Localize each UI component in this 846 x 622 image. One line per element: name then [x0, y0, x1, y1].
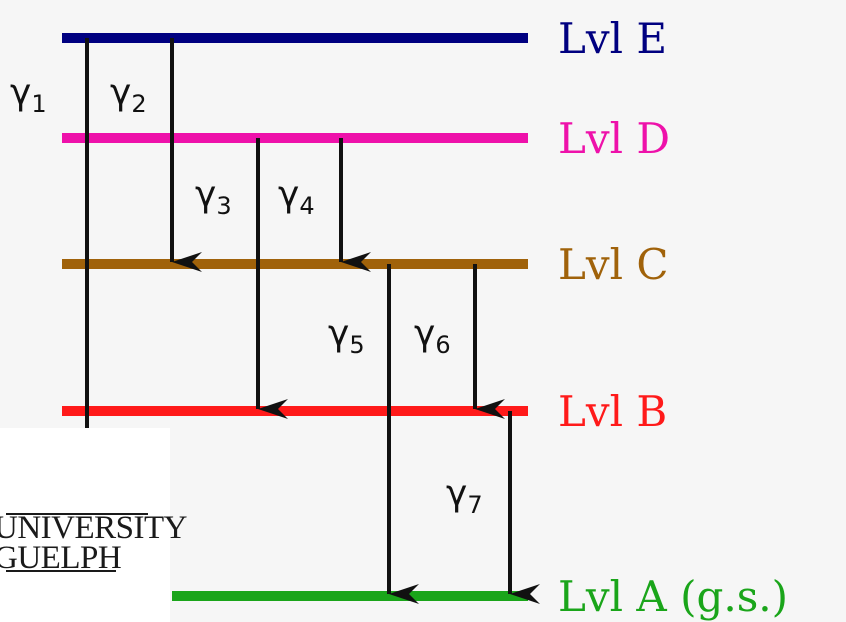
gamma-subscript: 6 — [435, 331, 450, 359]
transition-label-5: γ5 — [328, 313, 365, 359]
gamma-subscript: 3 — [216, 192, 231, 220]
level-label-b: Lvl B — [558, 387, 667, 436]
logo-line2: GUELPH — [0, 540, 122, 576]
level-label-d: Lvl D — [558, 114, 670, 163]
transition-label-7: γ7 — [446, 473, 483, 519]
university-logo: UNIVERSITY GUELPH — [0, 512, 187, 582]
gamma-subscript: 5 — [349, 331, 364, 359]
gamma-subscript: 7 — [467, 491, 482, 519]
gamma-symbol: γ — [278, 174, 299, 215]
gamma-symbol: γ — [414, 313, 435, 354]
gamma-symbol: γ — [446, 473, 467, 514]
logo-panel — [0, 428, 170, 622]
gamma-symbol: γ — [328, 313, 349, 354]
logo-rule-bottom — [6, 570, 116, 572]
gamma-symbol: γ — [10, 72, 31, 113]
logo-line1: UNIVERSITY — [0, 510, 187, 546]
gamma-subscript: 2 — [131, 90, 146, 118]
level-label-a: Lvl A (g.s.) — [558, 572, 788, 621]
gamma-subscript: 4 — [299, 192, 314, 220]
logo-rule-top — [6, 513, 148, 515]
transition-label-6: γ6 — [414, 313, 451, 359]
level-label-c: Lvl C — [558, 240, 669, 289]
gamma-subscript: 1 — [31, 90, 46, 118]
gamma-symbol: γ — [110, 72, 131, 113]
gamma-symbol: γ — [195, 174, 216, 215]
transition-label-1: γ1 — [10, 72, 47, 118]
transition-label-2: γ2 — [110, 72, 147, 118]
level-label-e: Lvl E — [558, 14, 667, 63]
transition-label-4: γ4 — [278, 174, 315, 220]
transition-label-3: γ3 — [195, 174, 232, 220]
